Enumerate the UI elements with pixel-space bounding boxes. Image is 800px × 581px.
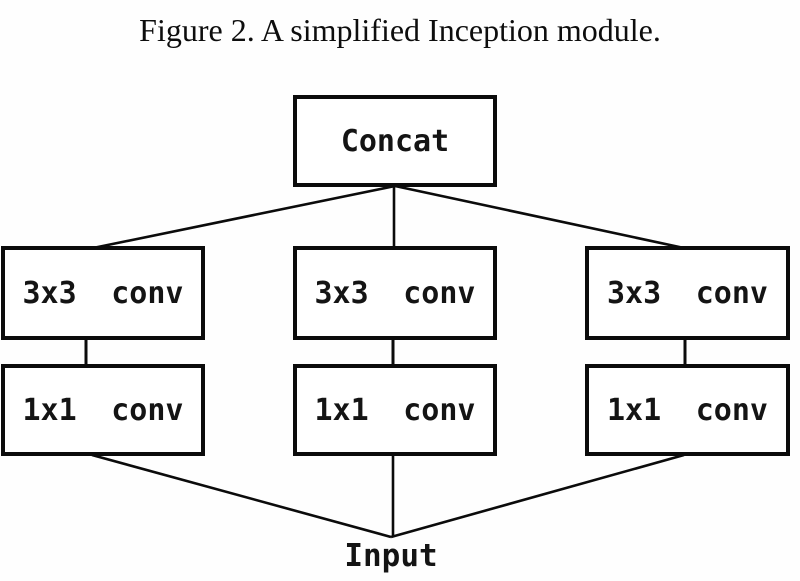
edge-concat-to-right-branch [394,184,685,250]
right-1x1-conv-label: 1x1 conv [607,392,768,428]
left-1x1-conv-node: 1x1 conv [1,364,205,456]
mid-1x1-conv-label: 1x1 conv [314,392,476,428]
mid-1x1-conv-node: 1x1 conv [293,364,497,456]
edge-concat-to-left-branch [92,184,396,250]
concat-node: Concat [293,95,497,187]
left-3x3-conv-label: 3x3 conv [22,275,184,311]
input-node-label: Input [344,538,438,574]
edge-right-branch-to-input [390,453,685,539]
right-3x3-conv-label: 3x3 conv [607,275,768,311]
right-3x3-conv-node: 3x3 conv [585,246,790,340]
left-3x3-conv-node: 3x3 conv [1,246,205,340]
concat-node-label: Concat [340,123,450,159]
mid-3x3-conv-node: 3x3 conv [293,246,497,340]
mid-3x3-conv-label: 3x3 conv [314,275,476,311]
right-1x1-conv-node: 1x1 conv [585,364,790,456]
figure-caption: Figure 2. A simplified Inception module. [139,12,661,48]
edge-left-branch-to-input [91,453,392,539]
left-1x1-conv-label: 1x1 conv [22,392,184,428]
